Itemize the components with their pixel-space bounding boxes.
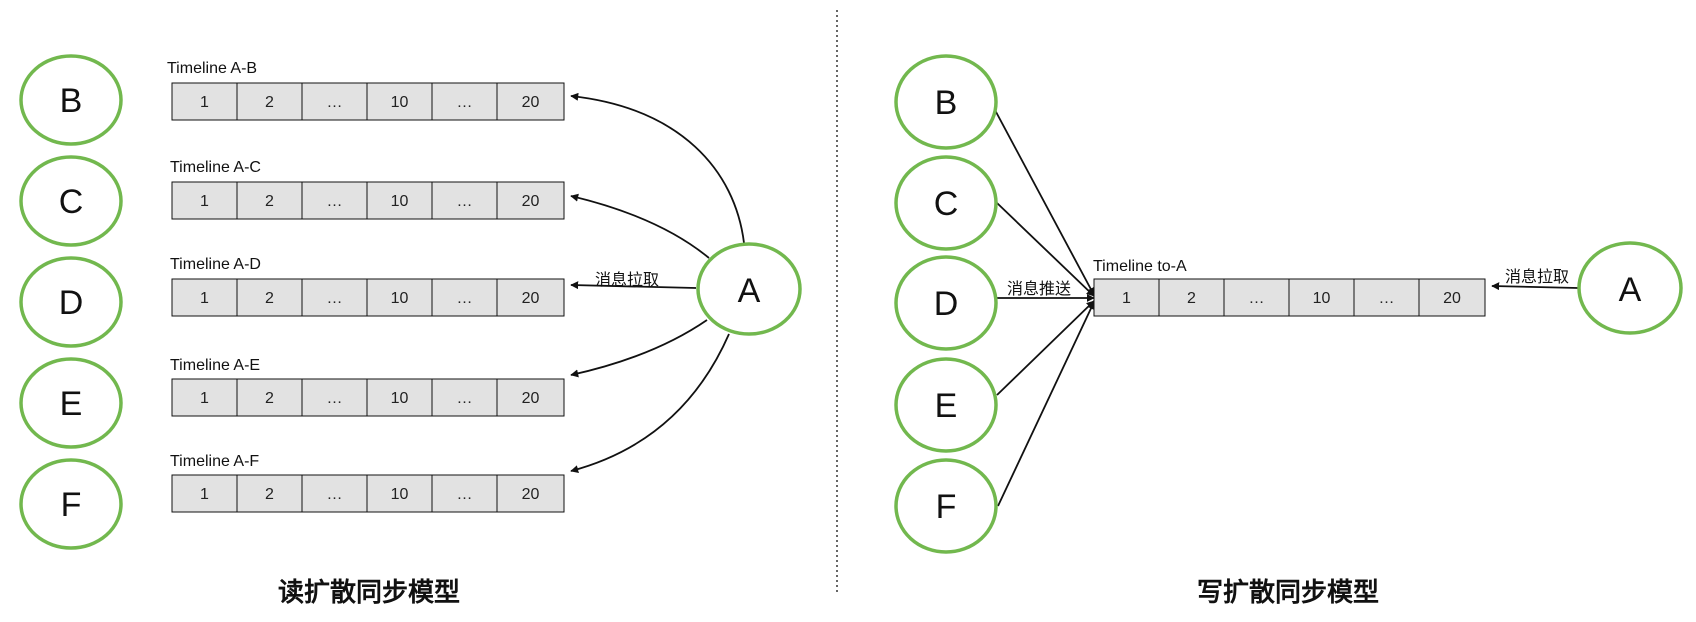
timeline-a-b: Timeline A-B 1 2 … 10 … 20 <box>167 60 565 121</box>
write-node-b: B <box>894 54 998 150</box>
timeline-label: Timeline A-E <box>170 357 260 374</box>
timeline-cell: 2 <box>265 390 274 407</box>
timeline-cell: 20 <box>1443 290 1461 307</box>
write-node-a-label: A <box>1619 271 1642 309</box>
timeline-cell: … <box>327 290 343 307</box>
pull-arrow-to-timeline-to-a <box>1491 282 1579 291</box>
read-node-d-label: D <box>59 284 84 322</box>
pull-arrow-to-timeline-a-b <box>570 92 745 244</box>
pull-arrow-to-timeline-a-f <box>570 333 730 474</box>
read-node-e-label: E <box>60 385 83 423</box>
timeline-cell: … <box>1379 290 1395 307</box>
timeline-label: Timeline A-C <box>170 159 261 176</box>
timeline-cell: 10 <box>391 193 409 210</box>
timeline-cell: 1 <box>200 390 209 407</box>
timeline-cell: 1 <box>200 94 209 111</box>
write-node-d-label: D <box>934 285 959 323</box>
read-node-d: D <box>19 256 123 348</box>
write-node-d: D <box>894 255 998 351</box>
timeline-cell: 1 <box>200 290 209 307</box>
timeline-cell: … <box>457 290 473 307</box>
write-node-c: C <box>894 155 998 251</box>
timeline-to-a: Timeline to-A 1 2 … 10 … 20 <box>1093 258 1486 317</box>
timeline-cell: 2 <box>265 193 274 210</box>
push-arrow-from-e <box>996 300 1095 396</box>
timeline-cell: … <box>327 193 343 210</box>
pull-arrow-to-timeline-a-c <box>570 193 710 259</box>
timeline-cell: … <box>327 390 343 407</box>
read-node-c: C <box>19 155 123 247</box>
timeline-cell: … <box>457 486 473 503</box>
timeline-a-d: Timeline A-D 1 2 … 10 … 20 <box>170 256 565 317</box>
timeline-cell: 10 <box>391 486 409 503</box>
read-node-a: A <box>696 242 802 336</box>
read-node-b: B <box>19 54 123 146</box>
timeline-label: Timeline A-B <box>167 60 257 77</box>
timeline-cell: 2 <box>265 94 274 111</box>
read-node-e: E <box>19 357 123 449</box>
timeline-cell: 1 <box>1122 290 1131 307</box>
timeline-cell: … <box>457 390 473 407</box>
timeline-label: Timeline A-D <box>170 256 261 273</box>
push-arrow-from-c <box>996 202 1095 297</box>
timeline-a-c: Timeline A-C 1 2 … 10 … 20 <box>170 159 565 220</box>
write-node-a: A <box>1577 241 1683 335</box>
timeline-cell: 10 <box>391 94 409 111</box>
timeline-a-e: Timeline A-E 1 2 … 10 … 20 <box>170 357 565 417</box>
timeline-cell: … <box>327 94 343 111</box>
timeline-cell: 20 <box>522 486 540 503</box>
timeline-cell: 10 <box>391 390 409 407</box>
timeline-cell: 20 <box>522 290 540 307</box>
write-node-f-label: F <box>936 488 957 526</box>
timeline-cell: 20 <box>522 390 540 407</box>
timeline-cell: 2 <box>1187 290 1196 307</box>
read-node-f: F <box>19 458 123 550</box>
write-node-e: E <box>894 357 998 453</box>
read-model-caption: 读扩散同步模型 <box>278 577 460 608</box>
timeline-cell: 20 <box>522 94 540 111</box>
read-model-panel: B C D E F Timeline A-B 1 2 <box>19 54 802 608</box>
pull-arrow-to-timeline-a-e <box>570 319 708 378</box>
read-node-c-label: C <box>59 183 84 221</box>
timeline-cell: 2 <box>265 290 274 307</box>
timeline-cell: 10 <box>391 290 409 307</box>
timeline-a-f: Timeline A-F 1 2 … 10 … 20 <box>170 453 565 513</box>
write-model-panel: B C D E F 消息推送 Timeline to-A 1 <box>894 54 1683 608</box>
timeline-cell: … <box>457 94 473 111</box>
timeline-cell: 1 <box>200 486 209 503</box>
timeline-cell: … <box>1249 290 1265 307</box>
read-node-b-label: B <box>60 82 83 120</box>
write-node-e-label: E <box>935 387 958 425</box>
push-arrow-from-f <box>997 301 1095 507</box>
pull-arrow-to-timeline-a-d <box>570 281 697 290</box>
pull-label: 消息拉取 <box>595 270 659 289</box>
timeline-cell: 1 <box>200 193 209 210</box>
timeline-cell: 10 <box>1313 290 1331 307</box>
timeline-cell: … <box>457 193 473 210</box>
write-node-f: F <box>894 458 998 554</box>
timeline-label: Timeline to-A <box>1093 258 1187 275</box>
push-arrow-from-b <box>994 109 1095 296</box>
write-node-c-label: C <box>934 185 959 223</box>
read-node-f-label: F <box>61 486 82 524</box>
write-node-b-label: B <box>935 84 958 122</box>
push-label: 消息推送 <box>1007 279 1071 298</box>
pull-label: 消息拉取 <box>1505 267 1569 286</box>
write-model-caption: 写扩散同步模型 <box>1197 577 1379 608</box>
timeline-cell: 20 <box>522 193 540 210</box>
read-node-a-label: A <box>738 272 761 310</box>
timeline-cell: … <box>327 486 343 503</box>
timeline-cell: 2 <box>265 486 274 503</box>
timeline-label: Timeline A-F <box>170 453 259 470</box>
